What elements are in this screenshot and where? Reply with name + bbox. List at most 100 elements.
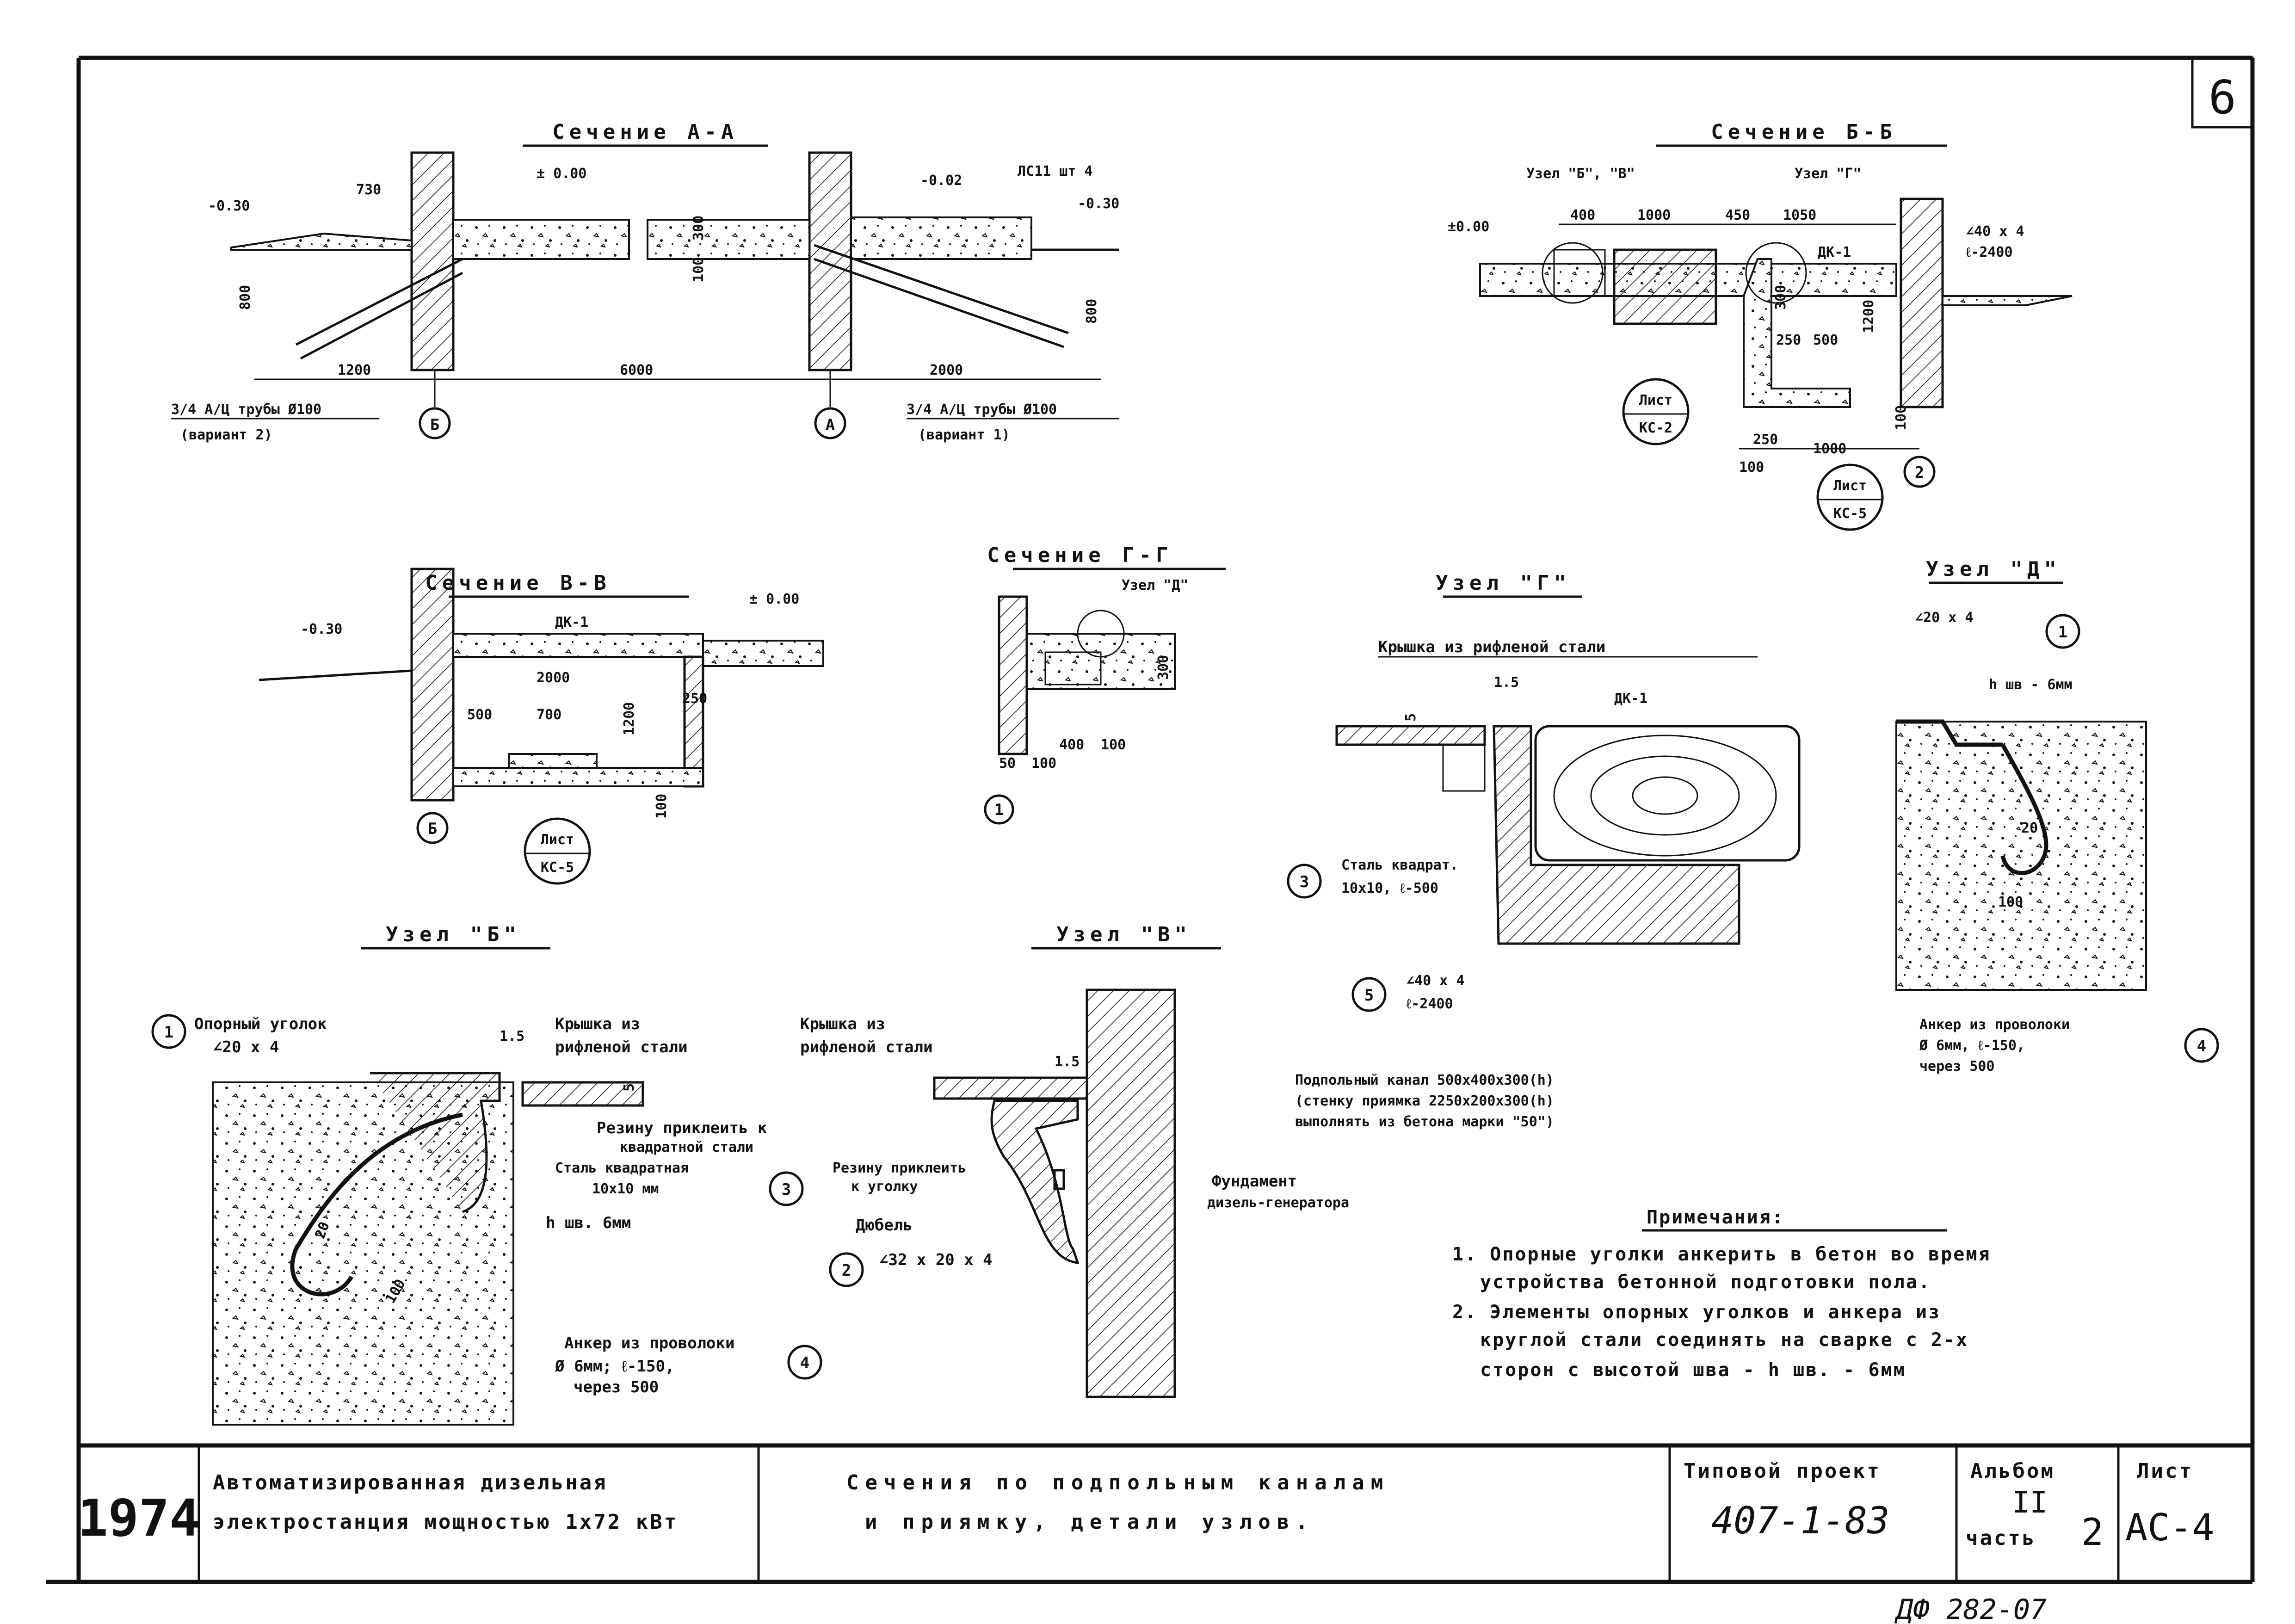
svg-text:300: 300 (1155, 655, 1172, 680)
marker-4-b (787, 1345, 822, 1380)
sheet-ref-ks5 (1816, 463, 1884, 531)
anchor-b (290, 1112, 463, 1297)
svg-text:∠40 х 4: ∠40 х 4 (1966, 223, 2024, 240)
svg-text:выполнять из бетона марки "50": выполнять из бетона марки "50") (1295, 1114, 1554, 1130)
svg-text:Опорный уголок: Опорный уголок (194, 1015, 327, 1033)
svg-text:Б: Б (430, 416, 439, 434)
svg-text:1.5: 1.5 (500, 1028, 524, 1044)
svg-text:ℓ-2400: ℓ-2400 (1966, 244, 2013, 260)
svg-text:КС-2: КС-2 (1639, 420, 1672, 436)
svg-text:700: 700 (537, 707, 561, 723)
svg-text:Сечение Г-Г: Сечение Г-Г (987, 543, 1172, 567)
svg-text:Анкер из проволоки: Анкер из проволоки (564, 1334, 734, 1352)
svg-text:1200: 1200 (621, 702, 637, 735)
sheet-frame (46, 56, 2255, 1584)
sheet-code: АС-4 (2125, 1506, 2215, 1549)
svg-text:Узел "Б": Узел "Б" (386, 923, 521, 946)
column-left (410, 151, 455, 371)
footer-code: ДФ 282-07 (1894, 1593, 2047, 1624)
svg-text:дизель-генератора: дизель-генератора (1207, 1195, 1349, 1211)
svg-text:ℓ-2400: ℓ-2400 (1406, 996, 1453, 1012)
svg-text:Узел "Г": Узел "Г" (1795, 166, 1862, 182)
svg-text:круглой стали соединять на сва: круглой стали соединять на сварке с 2-х (1480, 1329, 1968, 1351)
svg-text:Узел "Д": Узел "Д" (1122, 577, 1189, 593)
svg-text:Узел "Д": Узел "Д" (1926, 557, 2061, 581)
axis-2-marker (1903, 456, 1936, 488)
svg-text:ДК-1: ДК-1 (1818, 244, 1851, 260)
svg-text:20: 20 (2021, 820, 2038, 836)
svg-text:Лист: Лист (1639, 392, 1672, 408)
stamp-year: 1974 (78, 1488, 200, 1548)
svg-text:Автоматизированная дизельная: Автоматизированная дизельная (213, 1471, 608, 1494)
dowel (1053, 1169, 1065, 1190)
svg-text:500: 500 (467, 707, 492, 723)
marker-1-d (2045, 614, 2080, 649)
svg-text:h шв. 6мм: h шв. 6мм (546, 1214, 631, 1232)
svg-text:Узел "Б", "В": Узел "Б", "В" (1526, 166, 1635, 182)
svg-text:800: 800 (1084, 299, 1100, 324)
svg-text:1: 1 (994, 801, 1004, 819)
svg-text:Лист: Лист (541, 832, 574, 848)
marker-1-b (151, 1014, 186, 1049)
svg-text:100: 100 (1101, 737, 1126, 753)
svg-text:Б: Б (428, 820, 437, 838)
axis-1-marker (984, 794, 1014, 825)
svg-text:Ø 6мм, ℓ-150,: Ø 6мм, ℓ-150, (1919, 1037, 2025, 1054)
section-vv: Сечение В-В -0.30 ± 0.00 ДК-1 2000 500 7… (259, 568, 824, 885)
svg-text:1. Опорные уголки анкерить в б: 1. Опорные уголки анкерить в бетон во вр… (1452, 1244, 1991, 1265)
svg-text:100: 100 (1739, 459, 1764, 475)
node-b: Узел "Б" 1 Опорный уголок ∠20 х 4 Крышка… (151, 923, 822, 1426)
svg-text:квадратной стали: квадратной стали (620, 1139, 753, 1155)
svg-text:250: 250 (682, 691, 707, 707)
svg-text:100: 100 (1893, 405, 1909, 430)
svg-text:Сечение Б-Б: Сечение Б-Б (1711, 120, 1896, 144)
svg-text:300: 300 (691, 216, 707, 241)
svg-text:± 0.00: ± 0.00 (749, 591, 799, 607)
svg-text:1.5: 1.5 (1055, 1054, 1080, 1070)
svg-text:рифленой стали: рифленой стали (555, 1038, 688, 1056)
axis-b2-marker (416, 812, 449, 844)
svg-text:Альбом: Альбом (1970, 1459, 2055, 1483)
svg-text:Сталь квадратная: Сталь квадратная (555, 1160, 689, 1176)
svg-text:Примечания:: Примечания: (1647, 1207, 1784, 1228)
node-g: Узел "Г" Крышка из рифленой стали 1.5 5 … (1287, 571, 1801, 1130)
svg-text:3/4 А/Ц трубы Ø100: 3/4 А/Ц трубы Ø100 (907, 401, 1057, 418)
svg-text:сторон с высотой шва - h шв. -: сторон с высотой шва - h шв. - 6мм (1480, 1359, 1906, 1381)
svg-text:электростанция мощностью 1х72: электростанция мощностью 1х72 кВт (213, 1510, 678, 1534)
svg-text:Узел "Г": Узел "Г" (1436, 571, 1571, 595)
svg-text:Сечения по подпольным каналам: Сечения по подпольным каналам (846, 1471, 1389, 1494)
svg-text:1: 1 (2058, 623, 2067, 642)
project-number: 407-1-83 (1711, 1499, 1889, 1542)
marker-3-g (1287, 864, 1322, 899)
svg-text:-0.30: -0.30 (208, 198, 250, 214)
svg-text:100: 100 (654, 794, 670, 819)
svg-text:II: II (2012, 1486, 2048, 1520)
notes: Примечания: 1. Опорные уголки анкерить в… (1452, 1207, 1991, 1381)
svg-text:50: 50 (999, 755, 1016, 772)
svg-text:±0.00: ±0.00 (1448, 219, 1489, 235)
svg-text:300: 300 (1773, 285, 1789, 310)
sheet-ref-vv (524, 817, 591, 885)
svg-text:2: 2 (1915, 463, 1924, 482)
svg-text:Крышка из: Крышка из (555, 1015, 640, 1033)
svg-text:1.5: 1.5 (1494, 674, 1519, 691)
svg-text:через 500: через 500 (1919, 1058, 1995, 1074)
foundation-block (1086, 988, 1176, 1398)
svg-text:1200: 1200 (1861, 300, 1877, 333)
svg-text:730: 730 (356, 182, 381, 198)
svg-text:Сечение В-В: Сечение В-В (425, 571, 611, 595)
axis-b-marker (419, 407, 451, 439)
svg-text:Узел "В": Узел "В" (1056, 923, 1191, 946)
svg-text:Дюбель: Дюбель (856, 1216, 913, 1235)
svg-text:250: 250 (1776, 332, 1801, 348)
node-v: Узел "В" Крышка из рифленой стали 1.5 Ре… (800, 923, 1349, 1398)
svg-text:к уголку: к уголку (851, 1179, 918, 1195)
svg-text:Фундамент: Фундамент (1212, 1172, 1297, 1191)
section-gg: Сечение Г-Г Узел "Д" 50 100 400 100 300 … (984, 543, 1226, 825)
svg-text:2: 2 (2081, 1511, 2104, 1554)
svg-text:250: 250 (1753, 432, 1778, 448)
svg-text:КС-5: КС-5 (1833, 506, 1867, 522)
marker-4-d (2184, 1028, 2219, 1063)
svg-text:4: 4 (2197, 1037, 2206, 1056)
